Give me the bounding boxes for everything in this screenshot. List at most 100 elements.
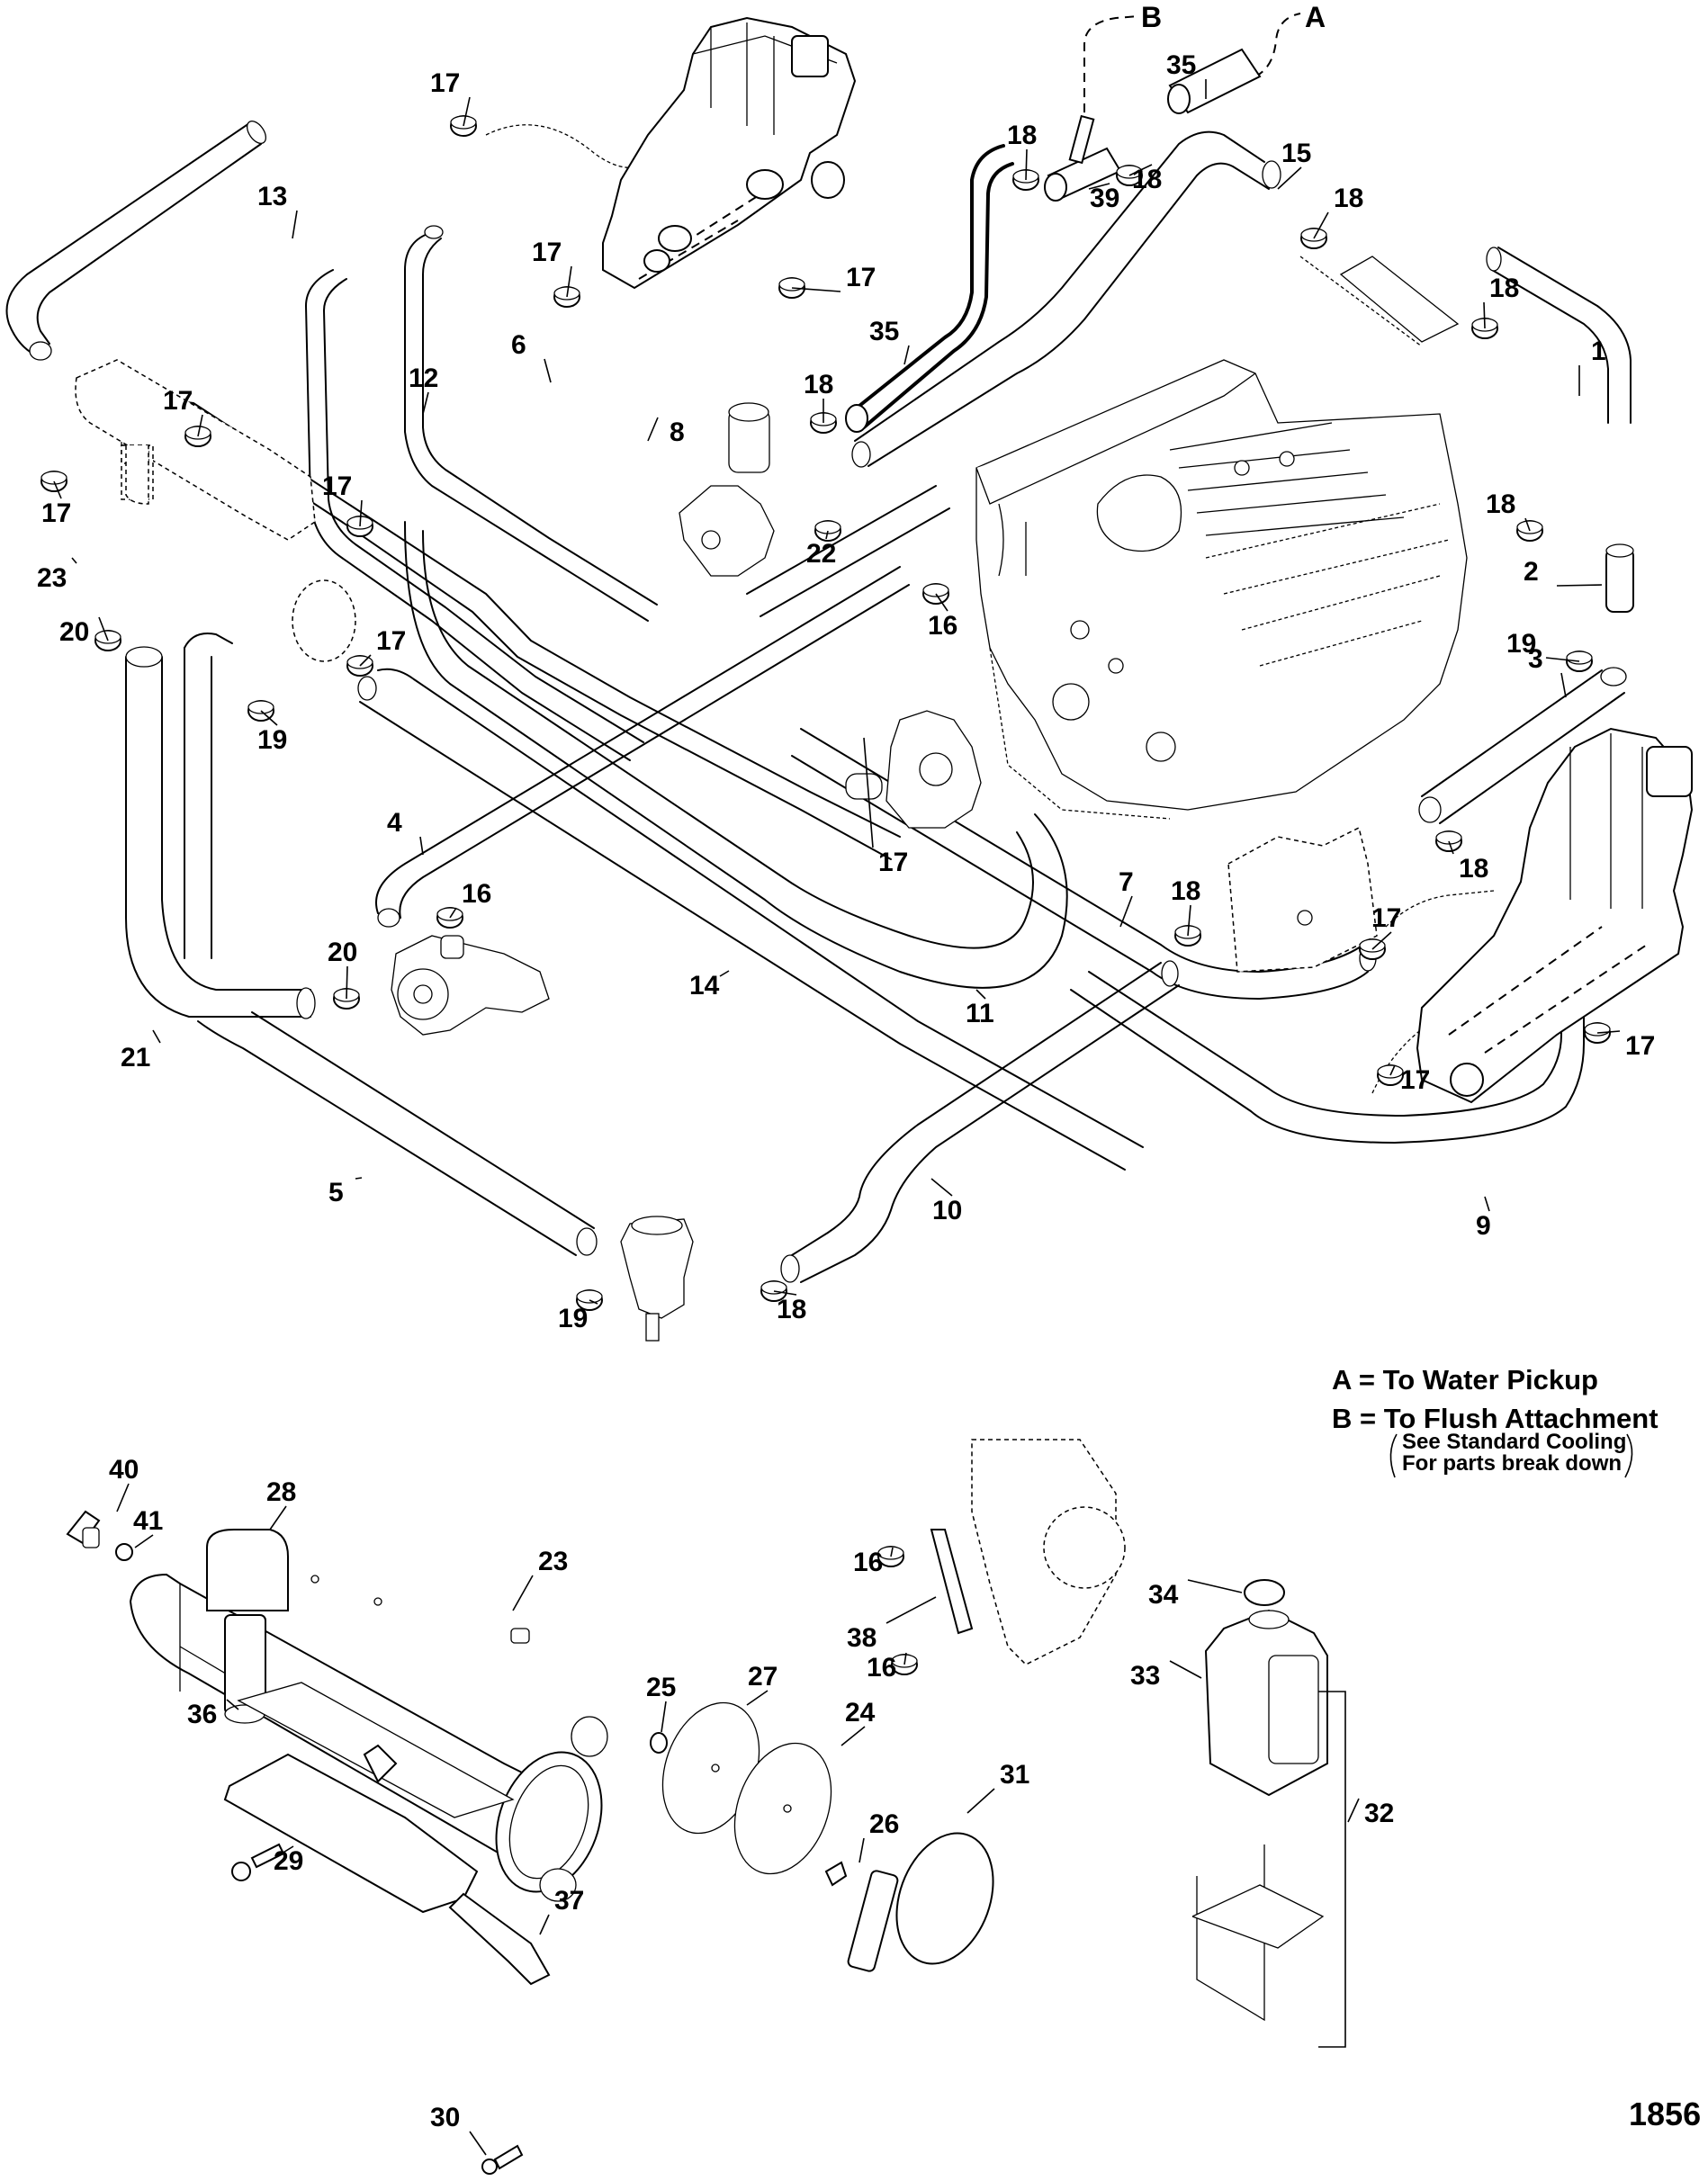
bolt-29 xyxy=(231,1843,285,1881)
callout-number: 8 xyxy=(670,417,685,447)
legend-note-line1: See Standard Cooling xyxy=(1402,1430,1626,1454)
hose-clamp-band xyxy=(1435,830,1462,845)
callout-number: 27 xyxy=(748,1662,778,1692)
callout-25: 25 xyxy=(646,1673,676,1733)
callout-9: 9 xyxy=(1476,1196,1491,1241)
callout-number: 14 xyxy=(689,971,720,1001)
callout-16: 16 xyxy=(449,879,491,919)
callout-leader xyxy=(858,1837,865,1863)
callout-number: 16 xyxy=(928,611,957,641)
callout-number: 33 xyxy=(1130,1661,1160,1691)
legend-note-line2: For parts break down xyxy=(1402,1451,1622,1476)
circulating-pump xyxy=(845,710,982,829)
callout-number: 26 xyxy=(869,1809,899,1839)
callout-number: 17 xyxy=(322,471,352,501)
callout-35: 35 xyxy=(869,317,910,365)
callout-leader xyxy=(1277,166,1302,190)
thermostat-housing xyxy=(679,402,775,577)
hose-35-top xyxy=(1167,48,1262,114)
callout-number: 17 xyxy=(532,238,562,267)
callout-number: 38 xyxy=(847,1623,876,1653)
callout-number: 17 xyxy=(430,68,460,98)
callout-29: 29 xyxy=(269,1845,303,1876)
callout-number: 16 xyxy=(867,1653,896,1683)
callout-32: 32 xyxy=(1347,1798,1394,1828)
hose-clamp-band xyxy=(1116,165,1143,179)
callout-leader xyxy=(116,1483,130,1512)
callout-28: 28 xyxy=(266,1477,296,1530)
callout-leader xyxy=(1524,517,1531,532)
callout-leader xyxy=(719,970,730,977)
exhaust-manifold-right xyxy=(1416,727,1694,1104)
hose-16-stub xyxy=(746,485,950,617)
callout-number: 24 xyxy=(845,1698,876,1728)
callout-leader xyxy=(134,1534,154,1548)
callout-33: 33 xyxy=(1130,1660,1202,1691)
oring-41 xyxy=(115,1543,133,1561)
callout-18: 18 xyxy=(804,370,833,423)
callout-13: 13 xyxy=(257,182,298,239)
engine-block xyxy=(975,359,1468,820)
callout-2: 2 xyxy=(1524,557,1603,587)
callout-number: 18 xyxy=(1486,489,1515,519)
bracket-37 xyxy=(223,1744,551,1986)
callout-10: 10 xyxy=(930,1178,962,1225)
reservoir-33 xyxy=(1204,1609,1328,1797)
callout-12: 12 xyxy=(409,364,438,415)
callout-18: 18 xyxy=(1483,274,1519,329)
callout-leader xyxy=(1596,1030,1621,1034)
callout-number: 18 xyxy=(777,1295,806,1324)
hose-clamps xyxy=(40,115,1611,1675)
callout-31: 31 xyxy=(966,1760,1029,1814)
callout-number: 22 xyxy=(806,539,836,569)
hose-38 xyxy=(930,1529,974,1635)
callout-17: 17 xyxy=(1389,1064,1430,1095)
callout-18: 18 xyxy=(1486,489,1531,532)
callout-24: 24 xyxy=(841,1698,876,1746)
hose-clamp-band xyxy=(184,426,211,440)
callout-number: 17 xyxy=(846,263,876,292)
hose-clamp-band xyxy=(450,115,477,130)
callout-leader xyxy=(589,1299,598,1305)
callout-leader xyxy=(1313,211,1329,239)
callout-leader xyxy=(1484,1196,1490,1212)
hose-clamp-band xyxy=(40,471,67,485)
heat-exchanger-top xyxy=(75,359,356,662)
callout-number: 11 xyxy=(966,999,994,1028)
callout-number: 35 xyxy=(869,317,899,346)
pressure-cap-28 xyxy=(206,1529,289,1611)
callout-number: 35 xyxy=(1166,50,1196,80)
callout-number: 7 xyxy=(1119,867,1134,897)
callout-number: 17 xyxy=(1400,1065,1430,1095)
callout-number: 39 xyxy=(1090,184,1119,213)
callout-leader xyxy=(260,710,278,726)
callouts: 1317171717171717171717171268181818181818… xyxy=(37,50,1655,2156)
callout-number: 29 xyxy=(274,1846,303,1876)
callout-number: 20 xyxy=(328,938,357,967)
callout-21: 21 xyxy=(121,1029,161,1073)
callout-leader xyxy=(269,1845,294,1862)
callout-leader xyxy=(1389,1064,1396,1076)
callout-22: 22 xyxy=(806,530,836,569)
callout-number: 16 xyxy=(853,1548,883,1577)
callout-18: 18 xyxy=(773,1290,806,1324)
callout-number: 32 xyxy=(1364,1799,1394,1828)
callout-17: 17 xyxy=(1596,1030,1655,1061)
callout-4: 4 xyxy=(387,808,424,856)
fuel-cooler xyxy=(1227,826,1378,973)
callout-6: 6 xyxy=(511,330,552,383)
callout-30: 30 xyxy=(430,2103,487,2156)
callout-17: 17 xyxy=(532,238,572,298)
callout-leader xyxy=(746,1690,769,1706)
callout-number: 18 xyxy=(1489,274,1519,303)
callout-leader xyxy=(863,737,874,848)
callout-number: 17 xyxy=(1625,1031,1655,1061)
callout-35: 35 xyxy=(1166,50,1207,99)
callout-leader xyxy=(512,1575,534,1611)
callout-16: 16 xyxy=(928,593,957,641)
hose-clamp-band xyxy=(1516,520,1543,534)
callout-number: 37 xyxy=(554,1886,584,1916)
callout-leader xyxy=(359,499,363,527)
callout-leader xyxy=(539,1914,550,1935)
